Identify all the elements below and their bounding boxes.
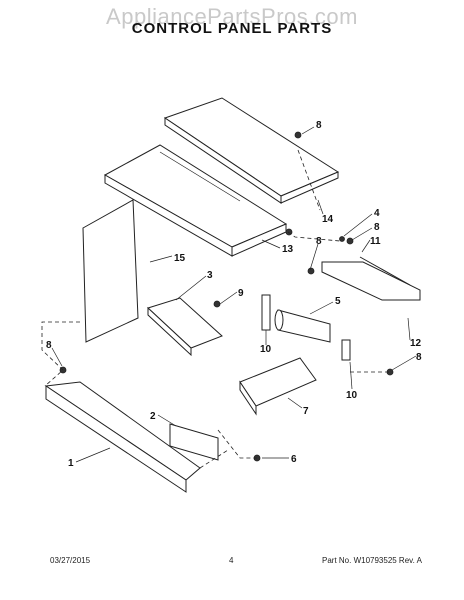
keypad-2 [169, 423, 219, 461]
fan-5 [277, 309, 331, 343]
callout-8-top: 8 [316, 120, 322, 131]
callout-11: 11 [370, 236, 381, 247]
diagram-title: CONTROL PANEL PARTS [131, 20, 333, 37]
callout-1: 1 [68, 458, 74, 469]
bracket-10-right [341, 339, 351, 361]
callout-9: 9 [238, 288, 244, 299]
callout-8-left: 8 [46, 340, 52, 351]
screw-8b [346, 237, 354, 245]
footer-date: 03/27/2015 [50, 556, 91, 565]
watermark: AppliancePartsPros.com [106, 4, 358, 29]
callout-13: 13 [282, 244, 294, 255]
callout-6: 6 [291, 454, 297, 465]
callout-3: 3 [207, 270, 213, 281]
screw-8a [294, 131, 302, 139]
footer-part-number: Part No. W10793525 Rev. A [322, 556, 422, 565]
callout-4: 4 [374, 208, 380, 219]
callout-8-lower: 8 [416, 352, 422, 363]
callout-7: 7 [303, 406, 309, 417]
bracket-10-left [261, 294, 271, 331]
callout-5: 5 [335, 296, 341, 307]
callout-14: 14 [322, 214, 334, 225]
bracket-11-12 [321, 261, 421, 301]
callout-10-left: 10 [260, 344, 272, 355]
callout-10-right: 10 [346, 390, 358, 401]
callout-12: 12 [410, 338, 422, 349]
footer-page: 4 [229, 556, 234, 565]
screw-4 [339, 236, 345, 242]
screw-9 [213, 300, 221, 308]
screw-8c [307, 267, 315, 275]
callout-8-right: 8 [374, 222, 380, 233]
insulation-panel-15 [82, 199, 139, 343]
callout-15: 15 [174, 253, 186, 264]
callout-8-mid: 8 [316, 236, 322, 247]
callout-2: 2 [150, 411, 156, 422]
